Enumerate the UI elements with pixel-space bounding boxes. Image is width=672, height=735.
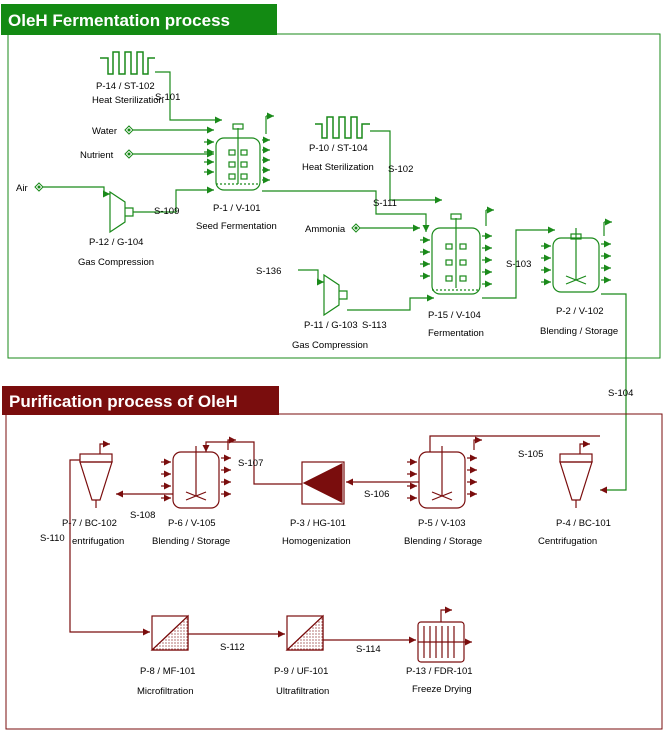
stream-air[interactable] [43, 186, 110, 198]
stream-s103[interactable] [482, 226, 555, 299]
p14-id-label: P-14 / ST-102 [96, 81, 155, 92]
purification-jacket-ports [99, 436, 590, 502]
p8-name-label: Microfiltration [137, 686, 194, 697]
air-label: Air [16, 183, 28, 194]
s109-label: S-109 [154, 206, 179, 217]
nutrient-label: Nutrient [80, 150, 114, 161]
p7-name-label: entrifugation [72, 536, 124, 547]
s112-label: S-112 [220, 642, 245, 653]
s111-label: S-111 [373, 198, 397, 209]
p12-name-label: Gas Compression [78, 257, 154, 268]
stream-s109[interactable] [133, 186, 214, 213]
p11-id-label: P-11 / G-103 [304, 320, 358, 331]
s106-label: S-106 [364, 489, 389, 500]
blending-tank-p5-icon[interactable] [418, 446, 466, 509]
p13-id-label: P-13 / FDR-101 [406, 666, 473, 677]
homogenizer-p3-icon[interactable] [301, 461, 345, 505]
blending-tank-jacket-ports [541, 218, 612, 286]
p2-name-label: Blending / Storage [540, 326, 618, 337]
p2-id-label: P-2 / V-102 [556, 306, 604, 317]
p12-id-label: P-12 / G-104 [89, 237, 143, 248]
p3-name-label: Homogenization [282, 536, 351, 547]
purification-section-title: Purification process of OleH [9, 392, 238, 411]
p14-name-label: Heat Sterilization [92, 95, 164, 106]
stream-s104[interactable] [600, 293, 627, 494]
p15-name-label: Fermentation [428, 328, 484, 339]
stream-s110[interactable] [69, 459, 150, 636]
fermentation-section-title: OleH Fermentation process [8, 11, 230, 30]
s136-label: S-136 [256, 266, 281, 277]
stream-s102[interactable] [370, 130, 442, 204]
s110-label: S-110 [40, 533, 65, 544]
s105-label: S-105 [518, 449, 543, 460]
s102-label: S-102 [388, 164, 413, 175]
p4-name-label: Centrifugation [538, 536, 597, 547]
s114-label: S-114 [356, 644, 381, 655]
heat-sterilizer-p14-icon[interactable] [100, 51, 155, 75]
stream-s101[interactable] [155, 71, 222, 124]
blending-tank-p2-icon[interactable] [552, 228, 600, 293]
stream-s136[interactable] [298, 269, 324, 286]
ammonia-label: Ammonia [305, 224, 346, 235]
seed-fermentor-jacket-ports [204, 112, 274, 184]
p13-name-label: Freeze Drying [412, 684, 472, 695]
fermentation-section-frame [7, 33, 661, 359]
stream-s113[interactable] [347, 294, 434, 311]
microfilter-p8-icon[interactable] [150, 614, 189, 651]
s101-label: S-101 [155, 92, 180, 103]
blending-tank-p6-icon[interactable] [172, 446, 220, 509]
p4-id-label: P-4 / BC-101 [556, 518, 611, 529]
p9-name-label: Ultrafiltration [276, 686, 329, 697]
fermentor-jacket-ports [420, 206, 494, 288]
p6-name-label: Blending / Storage [152, 536, 230, 547]
p8-id-label: P-8 / MF-101 [140, 666, 195, 677]
s104-label: S-104 [608, 388, 633, 399]
s103-label: S-103 [506, 259, 531, 270]
p15-id-label: P-15 / V-104 [428, 310, 481, 321]
fermentation-section-header [1, 4, 277, 35]
freeze-dryer-p13-icon[interactable] [417, 606, 472, 663]
ultrafilter-p9-icon[interactable] [285, 614, 324, 651]
p5-name-label: Blending / Storage [404, 536, 482, 547]
stream-s107[interactable] [202, 441, 302, 485]
p11-name-label: Gas Compression [292, 340, 368, 351]
p5-id-label: P-5 / V-103 [418, 518, 466, 529]
fermentor-p15-icon[interactable] [431, 213, 481, 295]
p9-id-label: P-9 / UF-101 [274, 666, 328, 677]
purification-section-frame [5, 413, 663, 730]
p3-id-label: P-3 / HG-101 [290, 518, 346, 529]
stream-s111[interactable] [262, 190, 430, 232]
stream-s105[interactable] [429, 435, 600, 452]
p6-id-label: P-6 / V-105 [168, 518, 216, 529]
p7-id-label: P-7 / BC-102 [62, 518, 117, 529]
centrifuge-p7-icon[interactable] [79, 453, 113, 508]
water-label: Water [92, 126, 117, 137]
purification-section-header [2, 386, 279, 415]
compressor-p11-icon[interactable] [323, 273, 348, 317]
seed-fermentor-p1-icon[interactable] [215, 123, 261, 191]
p1-id-label: P-1 / V-101 [213, 203, 261, 214]
p1-name-label: Seed Fermentation [196, 221, 277, 232]
s107-label: S-107 [238, 458, 263, 469]
heat-sterilizer-p10-icon[interactable] [315, 116, 370, 139]
p10-name-label: Heat Sterilization [302, 162, 374, 173]
centrifuge-p4-icon[interactable] [559, 453, 593, 508]
s113-label: S-113 [362, 320, 387, 331]
p10-id-label: P-10 / ST-104 [309, 143, 368, 154]
s108-label: S-108 [130, 510, 155, 521]
compressor-p12-icon[interactable] [109, 190, 134, 234]
